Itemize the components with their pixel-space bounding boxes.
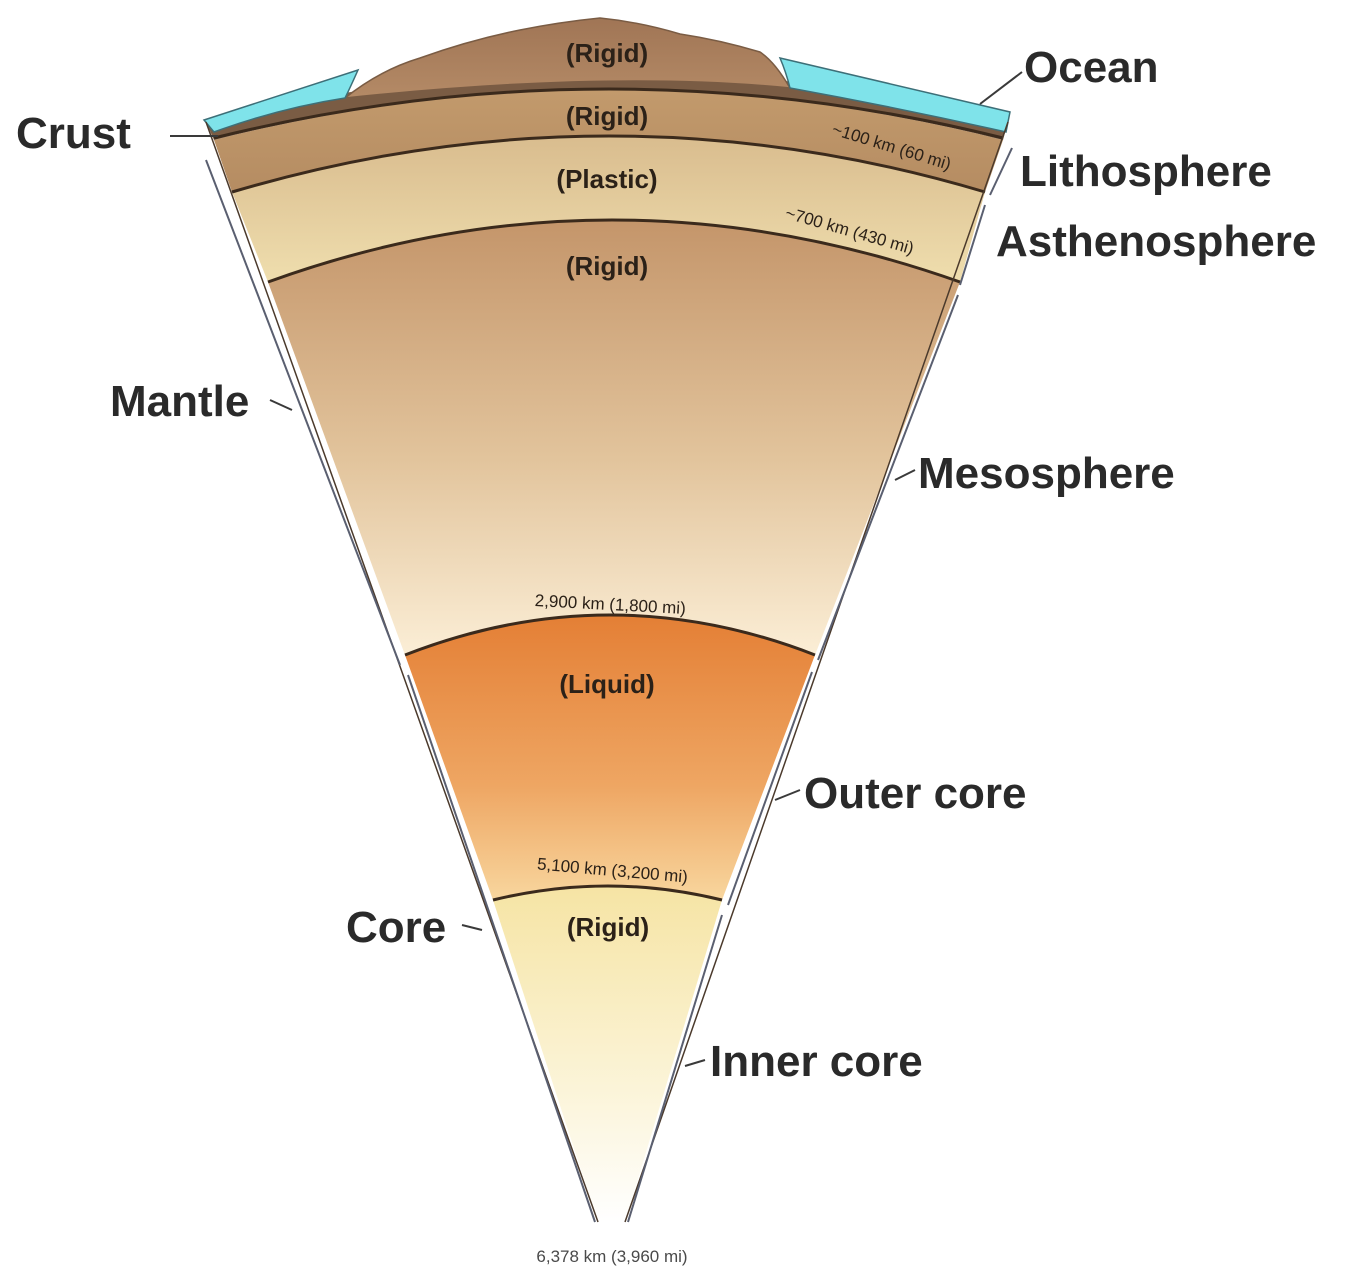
core-label: Core (346, 903, 446, 952)
core-leader (462, 925, 482, 930)
lithosphere-state-label: (Rigid) (566, 101, 648, 131)
outer-core-leader (775, 790, 800, 800)
center-depth-label: 6,378 km (3,960 mi) (536, 1247, 687, 1266)
lithosphere-label: Lithosphere (1020, 147, 1272, 196)
crust-label: Crust (16, 109, 131, 158)
ocean-label: Ocean (1024, 43, 1159, 92)
asthenosphere-label: Asthenosphere (996, 217, 1316, 266)
asthenosphere-state-label: (Plastic) (556, 164, 657, 194)
mountain-state-label: (Rigid) (566, 38, 648, 68)
mesosphere-state-label: (Rigid) (566, 251, 648, 281)
mesosphere-leader (895, 470, 915, 480)
outer-core-label: Outer core (804, 769, 1027, 818)
inner-core-label: Inner core (710, 1037, 923, 1086)
inner-core-leader (685, 1060, 705, 1066)
ocean-leader (980, 72, 1022, 104)
mantle-label: Mantle (110, 377, 249, 426)
outer-core-layer (405, 615, 815, 900)
outer-core-state-label: (Liquid) (559, 669, 654, 699)
inner-core-state-label: (Rigid) (567, 912, 649, 942)
mesosphere-label: Mesosphere (918, 449, 1175, 498)
mantle-leader (270, 400, 292, 410)
